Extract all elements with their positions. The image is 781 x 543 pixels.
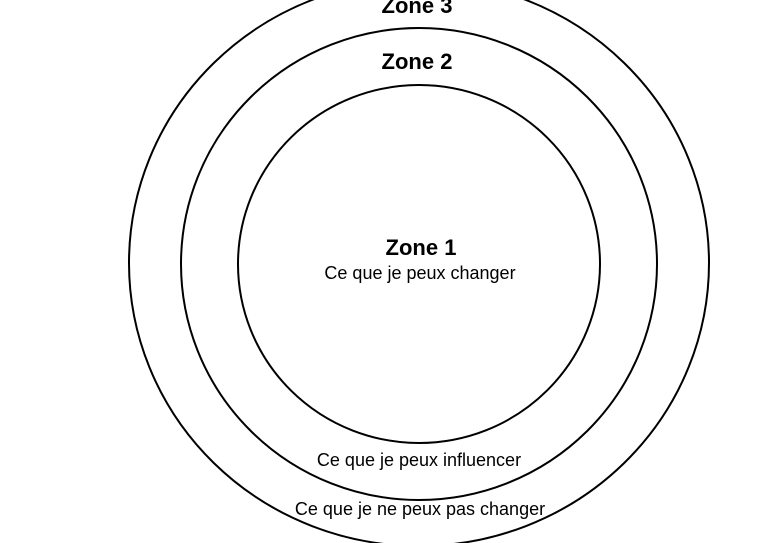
zone1-circle — [237, 84, 601, 444]
zone3-title: Zone 3 — [382, 0, 453, 18]
zone3-subtitle: Ce que je ne peux pas changer — [295, 499, 545, 519]
zone1-title: Zone 1 — [386, 235, 457, 260]
zone3-circle — [128, 0, 710, 543]
zone2-circle — [180, 27, 658, 501]
zone1-subtitle: Ce que je peux changer — [324, 263, 515, 283]
zone2-subtitle: Ce que je peux influencer — [317, 450, 521, 470]
zone2-title: Zone 2 — [382, 49, 453, 74]
